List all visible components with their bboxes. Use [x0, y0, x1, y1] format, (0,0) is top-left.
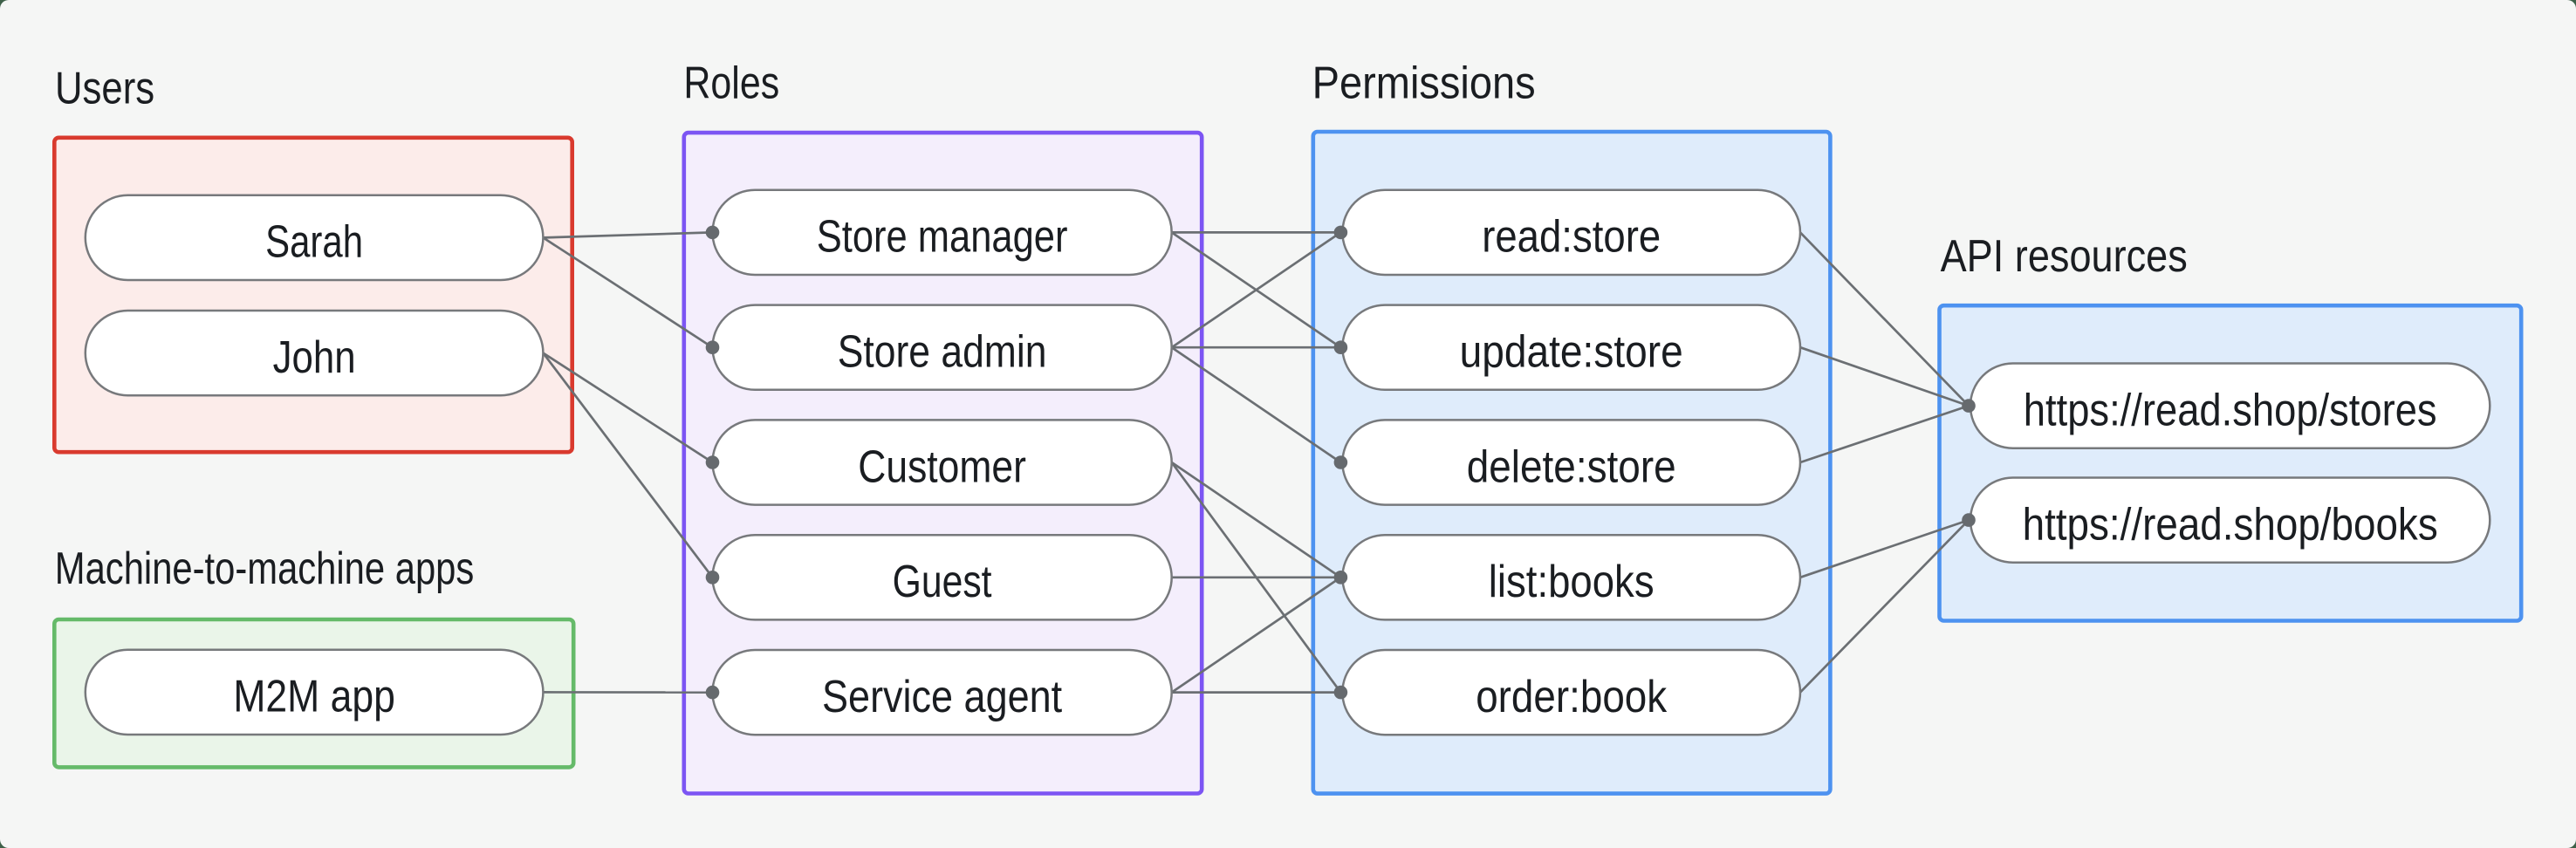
svg-text:order:book: order:book	[1476, 672, 1668, 722]
svg-text:API resources: API resources	[1941, 231, 2188, 282]
svg-text:read:store: read:store	[1482, 212, 1661, 263]
svg-text:Store admin: Store admin	[838, 327, 1047, 378]
svg-text:Machine-to-machine apps: Machine-to-machine apps	[55, 544, 475, 594]
svg-text:M2M app: M2M app	[233, 672, 395, 722]
svg-text:Customer: Customer	[858, 441, 1026, 492]
svg-text:https://read.shop/stores: https://read.shop/stores	[2024, 385, 2437, 435]
svg-text:John: John	[273, 332, 356, 383]
svg-text:https://read.shop/books: https://read.shop/books	[2023, 499, 2438, 550]
svg-text:delete:store: delete:store	[1467, 441, 1676, 492]
svg-text:Service agent: Service agent	[822, 672, 1063, 722]
svg-text:update:store: update:store	[1460, 327, 1683, 378]
svg-text:Users: Users	[55, 64, 154, 114]
svg-text:Guest: Guest	[893, 557, 992, 607]
svg-text:Store manager: Store manager	[817, 212, 1068, 263]
svg-text:Permissions: Permissions	[1312, 58, 1536, 109]
svg-text:Sarah: Sarah	[265, 217, 363, 268]
svg-text:Roles: Roles	[683, 58, 779, 109]
svg-text:list:books: list:books	[1489, 557, 1655, 607]
